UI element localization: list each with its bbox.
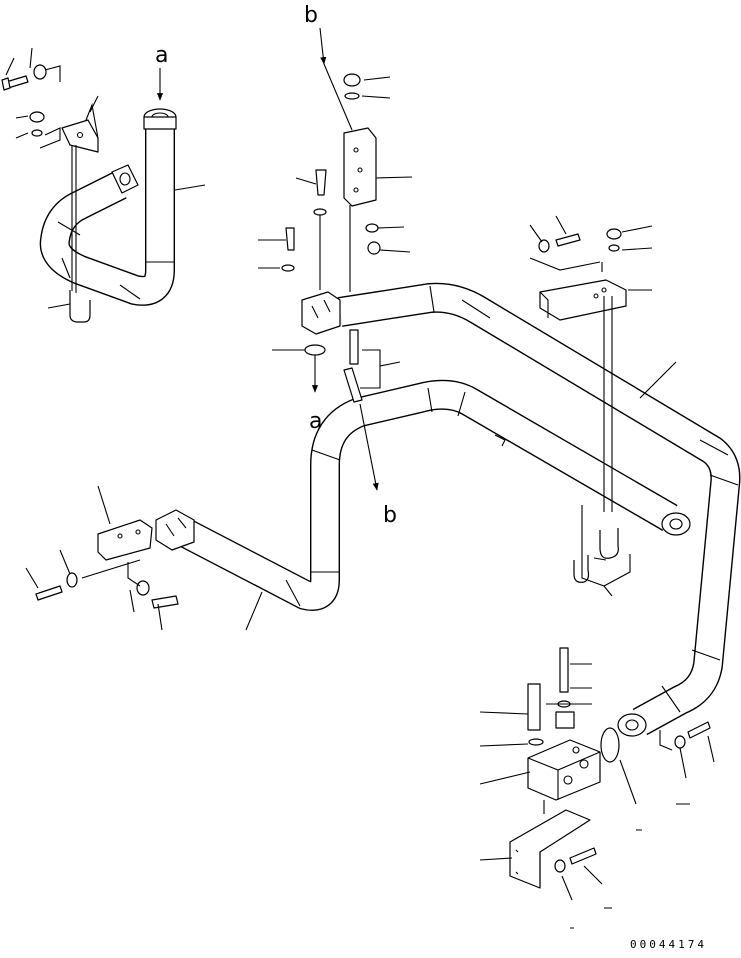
side-flange	[111, 164, 139, 194]
washer	[528, 738, 544, 746]
washer	[608, 244, 620, 252]
washer	[538, 239, 550, 253]
washer	[31, 129, 43, 137]
bolt	[555, 233, 581, 247]
left-bracket	[97, 519, 153, 561]
pipe-clamp	[301, 291, 341, 335]
right-bracket	[539, 279, 627, 321]
o-ring	[600, 727, 620, 763]
drawing-code: 00044174	[630, 938, 707, 951]
nut	[29, 111, 45, 123]
bolt	[285, 227, 295, 251]
upper-left-pipe-assembly: a	[1, 43, 206, 323]
center-clamp-assembly: a b b	[258, 3, 413, 528]
view-label-b-top: b	[304, 3, 318, 28]
stud	[349, 329, 359, 365]
nut	[367, 241, 381, 255]
upper-left-bracket	[61, 119, 99, 153]
washer	[365, 223, 379, 233]
upper-right-bracket-assembly	[529, 215, 677, 597]
pipe-clamp	[155, 509, 195, 551]
washer	[66, 572, 78, 588]
o-ring	[304, 344, 326, 356]
nut	[343, 73, 361, 87]
main-pipe	[173, 379, 691, 611]
left-bracket-assembly	[25, 485, 607, 631]
view-label-b-mid: b	[383, 503, 397, 528]
washer	[136, 580, 150, 596]
valve-block	[527, 739, 601, 801]
stud	[343, 367, 363, 403]
bolt	[35, 585, 63, 601]
washer	[674, 735, 686, 749]
u-bolt	[69, 290, 91, 323]
view-label-a-top: a	[155, 43, 168, 68]
view-label-a-mid: a	[309, 409, 322, 434]
washer	[313, 208, 327, 216]
bolt	[151, 595, 179, 609]
bolt	[527, 683, 541, 731]
right-end-flange	[661, 512, 691, 536]
bolt	[569, 847, 597, 865]
upper-right-pipe	[337, 282, 741, 805]
bolt	[559, 647, 569, 693]
nut	[606, 228, 622, 240]
lower-bracket	[509, 809, 591, 889]
washer	[344, 92, 360, 100]
washer	[554, 859, 566, 873]
center-bracket	[343, 127, 377, 207]
washer	[281, 264, 295, 272]
spacer	[555, 711, 575, 729]
washer	[33, 64, 47, 80]
bolt	[315, 169, 327, 196]
lower-right-block-assembly	[479, 647, 690, 929]
u-bolt	[573, 555, 590, 583]
bolt	[687, 721, 711, 739]
u-bolt	[599, 528, 619, 559]
lower-flange	[617, 713, 647, 737]
